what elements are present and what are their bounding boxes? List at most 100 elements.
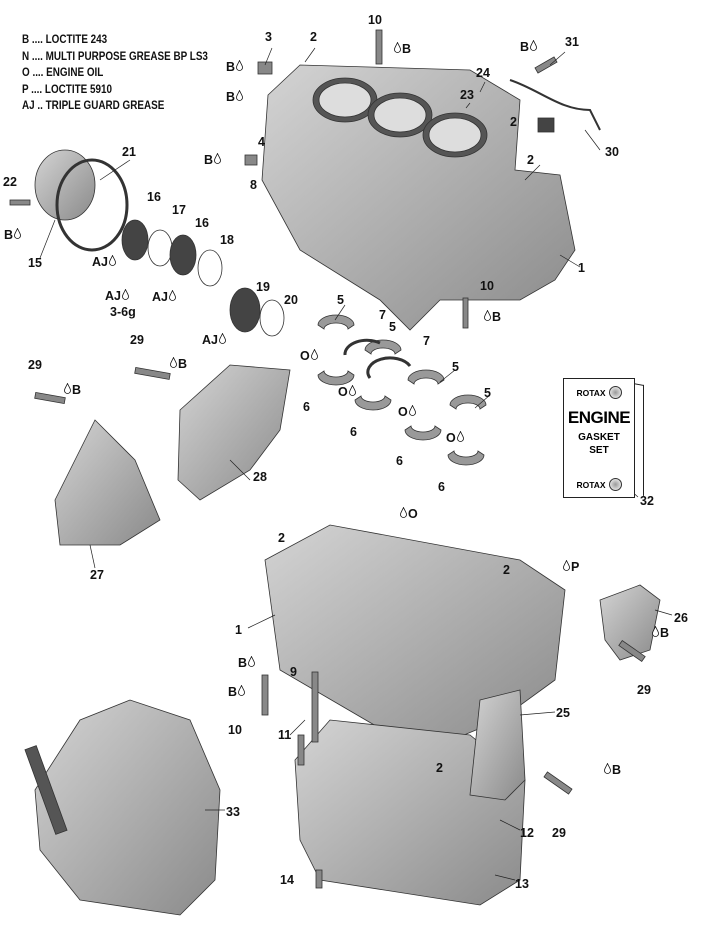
crankcase	[264, 524, 566, 746]
lubricant-code: O	[338, 385, 348, 399]
lubricant-code: AJ	[105, 289, 121, 303]
lubricant-code: B	[4, 228, 14, 242]
callout-number: 5	[452, 360, 459, 374]
callout-number: 7	[379, 308, 386, 322]
lubricant-code: O	[446, 431, 456, 445]
lubricant-code: B	[238, 656, 248, 670]
drop-icon	[348, 385, 356, 399]
lubricant-legend: B .... LOCTITE 243 N .... MULTI PURPOSE …	[22, 32, 208, 115]
legend-item: B .... LOCTITE 243	[22, 34, 108, 46]
drop-icon	[408, 405, 416, 419]
lubricant-code: O	[300, 349, 310, 363]
lubricant-code: P	[571, 560, 580, 574]
callout-number: 29	[552, 826, 566, 840]
lubricant-code: B	[520, 40, 530, 54]
legend-item: P .... LOCTITE 5910	[22, 83, 112, 96]
callout-number: 31	[565, 35, 579, 49]
lubricant-marker: O	[398, 405, 416, 419]
bracket-25	[469, 689, 526, 801]
lubricant-marker: B	[394, 42, 411, 56]
lubricant-marker: AJ	[202, 333, 226, 347]
callout-number: 17	[172, 203, 186, 217]
drop-icon	[238, 685, 245, 699]
legend-item: O .... ENGINE OIL	[22, 67, 104, 79]
kit-line2: GASKET	[578, 432, 620, 443]
callout-number: 2	[310, 30, 317, 44]
lubricant-marker: B	[4, 228, 21, 242]
lubricant-marker: B	[484, 310, 501, 324]
bracket-28	[177, 364, 291, 501]
callout-number: 1	[235, 623, 242, 637]
callout-number: 6	[303, 400, 310, 414]
callout-number: 13	[515, 877, 529, 891]
lubricant-code: B	[492, 310, 502, 324]
callout-number: 2	[436, 761, 443, 775]
callout-number: 2	[510, 115, 517, 129]
lubricant-marker: P	[563, 560, 579, 574]
callout-number: 5	[484, 386, 491, 400]
callout-number: 24	[476, 66, 490, 80]
lubricant-code: B	[660, 626, 670, 640]
lubricant-marker: AJ	[105, 289, 129, 303]
callout-number: 29	[637, 683, 651, 697]
complete-engine	[34, 699, 221, 916]
bracket-27	[54, 419, 161, 546]
callout-number: 2	[278, 531, 285, 545]
callout-number: 10	[368, 13, 382, 27]
drop-icon	[484, 310, 491, 324]
kit-title: ENGINE	[567, 408, 631, 427]
callout-number: 27	[90, 568, 104, 582]
lubricant-marker: B	[170, 357, 187, 371]
rotax-logo: ROTAX	[564, 386, 634, 399]
brand-text: ROTAX	[576, 387, 606, 398]
lubricant-code: O	[398, 405, 408, 419]
drop-icon	[248, 656, 255, 670]
callout-number: 9	[290, 665, 297, 679]
bracket-26	[599, 584, 661, 661]
callout-number: 30	[605, 145, 619, 159]
legend-item: AJ .. TRIPLE GUARD GREASE	[22, 100, 165, 112]
callout-number: 15	[28, 256, 42, 270]
lubricant-marker: B	[228, 685, 245, 699]
callout-number: 32	[640, 494, 654, 508]
callout-number: 6	[350, 425, 357, 439]
callout-number: 29	[28, 358, 42, 372]
callout-number: 18	[220, 233, 234, 247]
callout-number: 14	[280, 873, 294, 887]
drop-icon	[109, 255, 116, 269]
cylinder-block	[261, 64, 576, 331]
callout-number: 3	[265, 30, 272, 44]
callout-number: 21	[122, 145, 136, 159]
crankshaft-housing	[34, 149, 96, 221]
lubricant-marker: O	[400, 507, 418, 521]
lubricant-code: AJ	[152, 290, 168, 304]
lubricant-marker: O	[338, 385, 356, 399]
lubricant-marker: B	[64, 383, 81, 397]
lubricant-code: B	[228, 685, 238, 699]
drop-icon	[236, 60, 243, 74]
callout-number: 5	[389, 320, 396, 334]
drop-icon	[169, 290, 176, 304]
callout-number: 6	[438, 480, 445, 494]
callout-number: 29	[130, 333, 144, 347]
drop-icon	[563, 560, 570, 574]
lubricant-marker: B	[604, 763, 621, 777]
callout-number: 16	[195, 216, 209, 230]
brand-text: ROTAX	[576, 479, 606, 490]
lubricant-code: B	[72, 383, 82, 397]
drop-icon	[236, 90, 243, 104]
lubricant-code: AJ	[202, 333, 218, 347]
rotax-logo-bottom: ROTAX	[564, 478, 634, 491]
lubricant-marker: B	[226, 60, 243, 74]
drop-icon	[456, 431, 464, 445]
rotax-emblem-icon	[608, 478, 622, 491]
callout-number: 6	[396, 454, 403, 468]
callout-number: 5	[337, 293, 344, 307]
drop-icon	[219, 333, 226, 347]
callout-number: 10	[228, 723, 242, 737]
lubricant-marker: B	[520, 40, 537, 54]
callout-number: 22	[3, 175, 17, 189]
drop-icon	[530, 40, 537, 54]
callout-number: 28	[253, 470, 267, 484]
